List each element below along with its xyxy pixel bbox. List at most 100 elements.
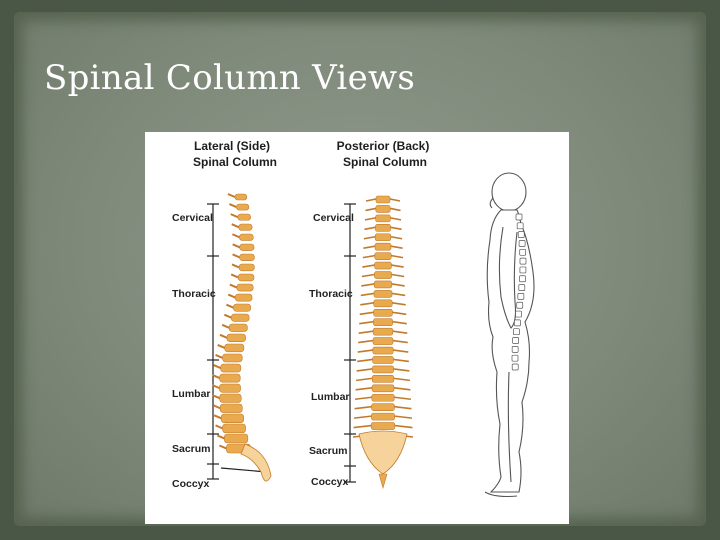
lateral-vertebra	[224, 343, 245, 353]
lateral-vertebra-process	[229, 203, 237, 208]
lateral-region-bracket	[207, 203, 268, 480]
lateral-heading-line2: Spinal Column	[193, 155, 277, 169]
lateral-vertebra	[219, 403, 243, 413]
lateral-vertebra-process	[227, 293, 236, 299]
spine-figure-image: Lateral (Side) Spinal Column Posterior (…	[145, 132, 569, 524]
lateral-vertebra	[237, 213, 251, 221]
lateral-vertebra	[219, 393, 242, 403]
posterior-transverse-process	[355, 387, 411, 391]
body-vertebra	[519, 275, 526, 283]
posterior-transverse-process	[361, 283, 405, 287]
lateral-vertebra-process	[217, 343, 226, 349]
posterior-vertebra	[373, 318, 393, 327]
lateral-vertebra	[234, 193, 248, 201]
lateral-vertebra-process	[219, 444, 227, 450]
lateral-vertebra-process	[227, 193, 236, 198]
body-vertebra	[511, 363, 519, 371]
lateral-vertebra	[238, 223, 253, 231]
posterior-vertebra	[375, 224, 391, 232]
lateral-vertebra	[237, 273, 255, 282]
posterior-sacrum	[358, 430, 408, 475]
lateral-spine-illustration	[212, 193, 272, 482]
posterior-vertebra	[374, 242, 392, 251]
lateral-vertebra-process	[226, 303, 234, 309]
posterior-vertebra	[372, 327, 394, 336]
posterior-transverse-process	[358, 339, 408, 344]
posterior-vertebra	[371, 393, 395, 402]
lateral-heading-line1: Lateral (Side)	[194, 139, 270, 153]
lateral-vertebra	[239, 233, 254, 241]
lateral-vertebra-process	[212, 394, 221, 400]
posterior-vertebra	[371, 403, 395, 411]
lateral-vertebra-process	[213, 364, 222, 369]
lateral-vertebra	[231, 313, 250, 322]
posterior-vertebra	[374, 252, 392, 260]
posterior-label-thoracic: Thoracic	[309, 288, 353, 300]
body-vertebra	[515, 213, 523, 221]
posterior-transverse-process	[357, 349, 409, 353]
posterior-transverse-process	[360, 292, 406, 297]
posterior-transverse-process	[364, 217, 402, 221]
lateral-vertebra	[228, 323, 248, 332]
posterior-transverse-process	[362, 254, 404, 259]
lateral-vertebra	[239, 253, 255, 262]
lateral-vertebra-process	[216, 434, 225, 440]
posterior-transverse-process	[358, 330, 408, 334]
posterior-transverse-process	[353, 424, 413, 429]
posterior-label-cervical: Cervical	[313, 212, 354, 224]
lateral-vertebra	[234, 293, 253, 302]
posterior-transverse-process	[363, 245, 403, 249]
posterior-transverse-process	[354, 405, 412, 410]
posterior-transverse-process	[356, 377, 410, 382]
human-body-outline-illustration	[484, 172, 535, 498]
lateral-vertebra-process	[232, 253, 240, 259]
body-vertebra	[516, 301, 524, 309]
posterior-vertebra	[374, 271, 392, 279]
spine-diagram: Lateral (Side) Spinal Column Posterior (…	[172, 139, 535, 498]
posterior-coccyx	[378, 473, 388, 490]
posterior-transverse-process	[354, 396, 412, 401]
lateral-vertebra-process	[221, 323, 230, 329]
lateral-label-thoracic: Thoracic	[172, 288, 216, 300]
lateral-vertebra-process	[215, 354, 223, 359]
posterior-transverse-process	[359, 320, 407, 325]
lateral-vertebra	[236, 283, 254, 292]
body-vertebra	[511, 346, 519, 353]
lateral-vertebra-process	[231, 263, 240, 269]
lateral-vertebra	[233, 303, 251, 312]
posterior-transverse-process	[357, 358, 409, 363]
body-vertebra	[511, 354, 519, 362]
posterior-vertebra	[371, 384, 395, 393]
posterior-transverse-process	[363, 235, 403, 240]
posterior-transverse-process	[362, 264, 404, 268]
body-vertebra	[517, 231, 525, 238]
lateral-label-sacrum: Sacrum	[172, 443, 211, 455]
posterior-transverse-process	[360, 302, 406, 306]
lateral-vertebra-process	[223, 313, 232, 319]
posterior-vertebra	[372, 365, 394, 374]
posterior-transverse-process	[365, 198, 401, 202]
posterior-heading-line1: Posterior (Back)	[337, 139, 430, 153]
posterior-transverse-process	[353, 415, 413, 419]
lateral-vertebra-process	[212, 384, 220, 390]
body-vertebra	[519, 257, 527, 265]
body-vertebra	[518, 240, 526, 247]
posterior-vertebra	[373, 299, 393, 308]
lateral-vertebra-process	[212, 404, 221, 410]
body-vertebra	[519, 266, 527, 274]
posterior-region-bracket	[344, 203, 356, 483]
lateral-vertebra	[239, 243, 255, 251]
posterior-vertebra	[372, 346, 394, 355]
posterior-transverse-process	[359, 311, 407, 316]
posterior-transverse-process	[356, 368, 410, 372]
body-vertebra	[517, 293, 525, 300]
body-vertebra	[518, 284, 526, 291]
body-vertebra	[515, 310, 522, 318]
lateral-label-coccyx: Coccyx	[172, 478, 210, 490]
lateral-label-lumbar: Lumbar	[172, 388, 211, 400]
posterior-vertebra	[372, 337, 394, 345]
lateral-vertebra-process	[231, 223, 240, 229]
lateral-vertebra-process	[213, 414, 222, 420]
lateral-vertebra	[226, 333, 246, 342]
